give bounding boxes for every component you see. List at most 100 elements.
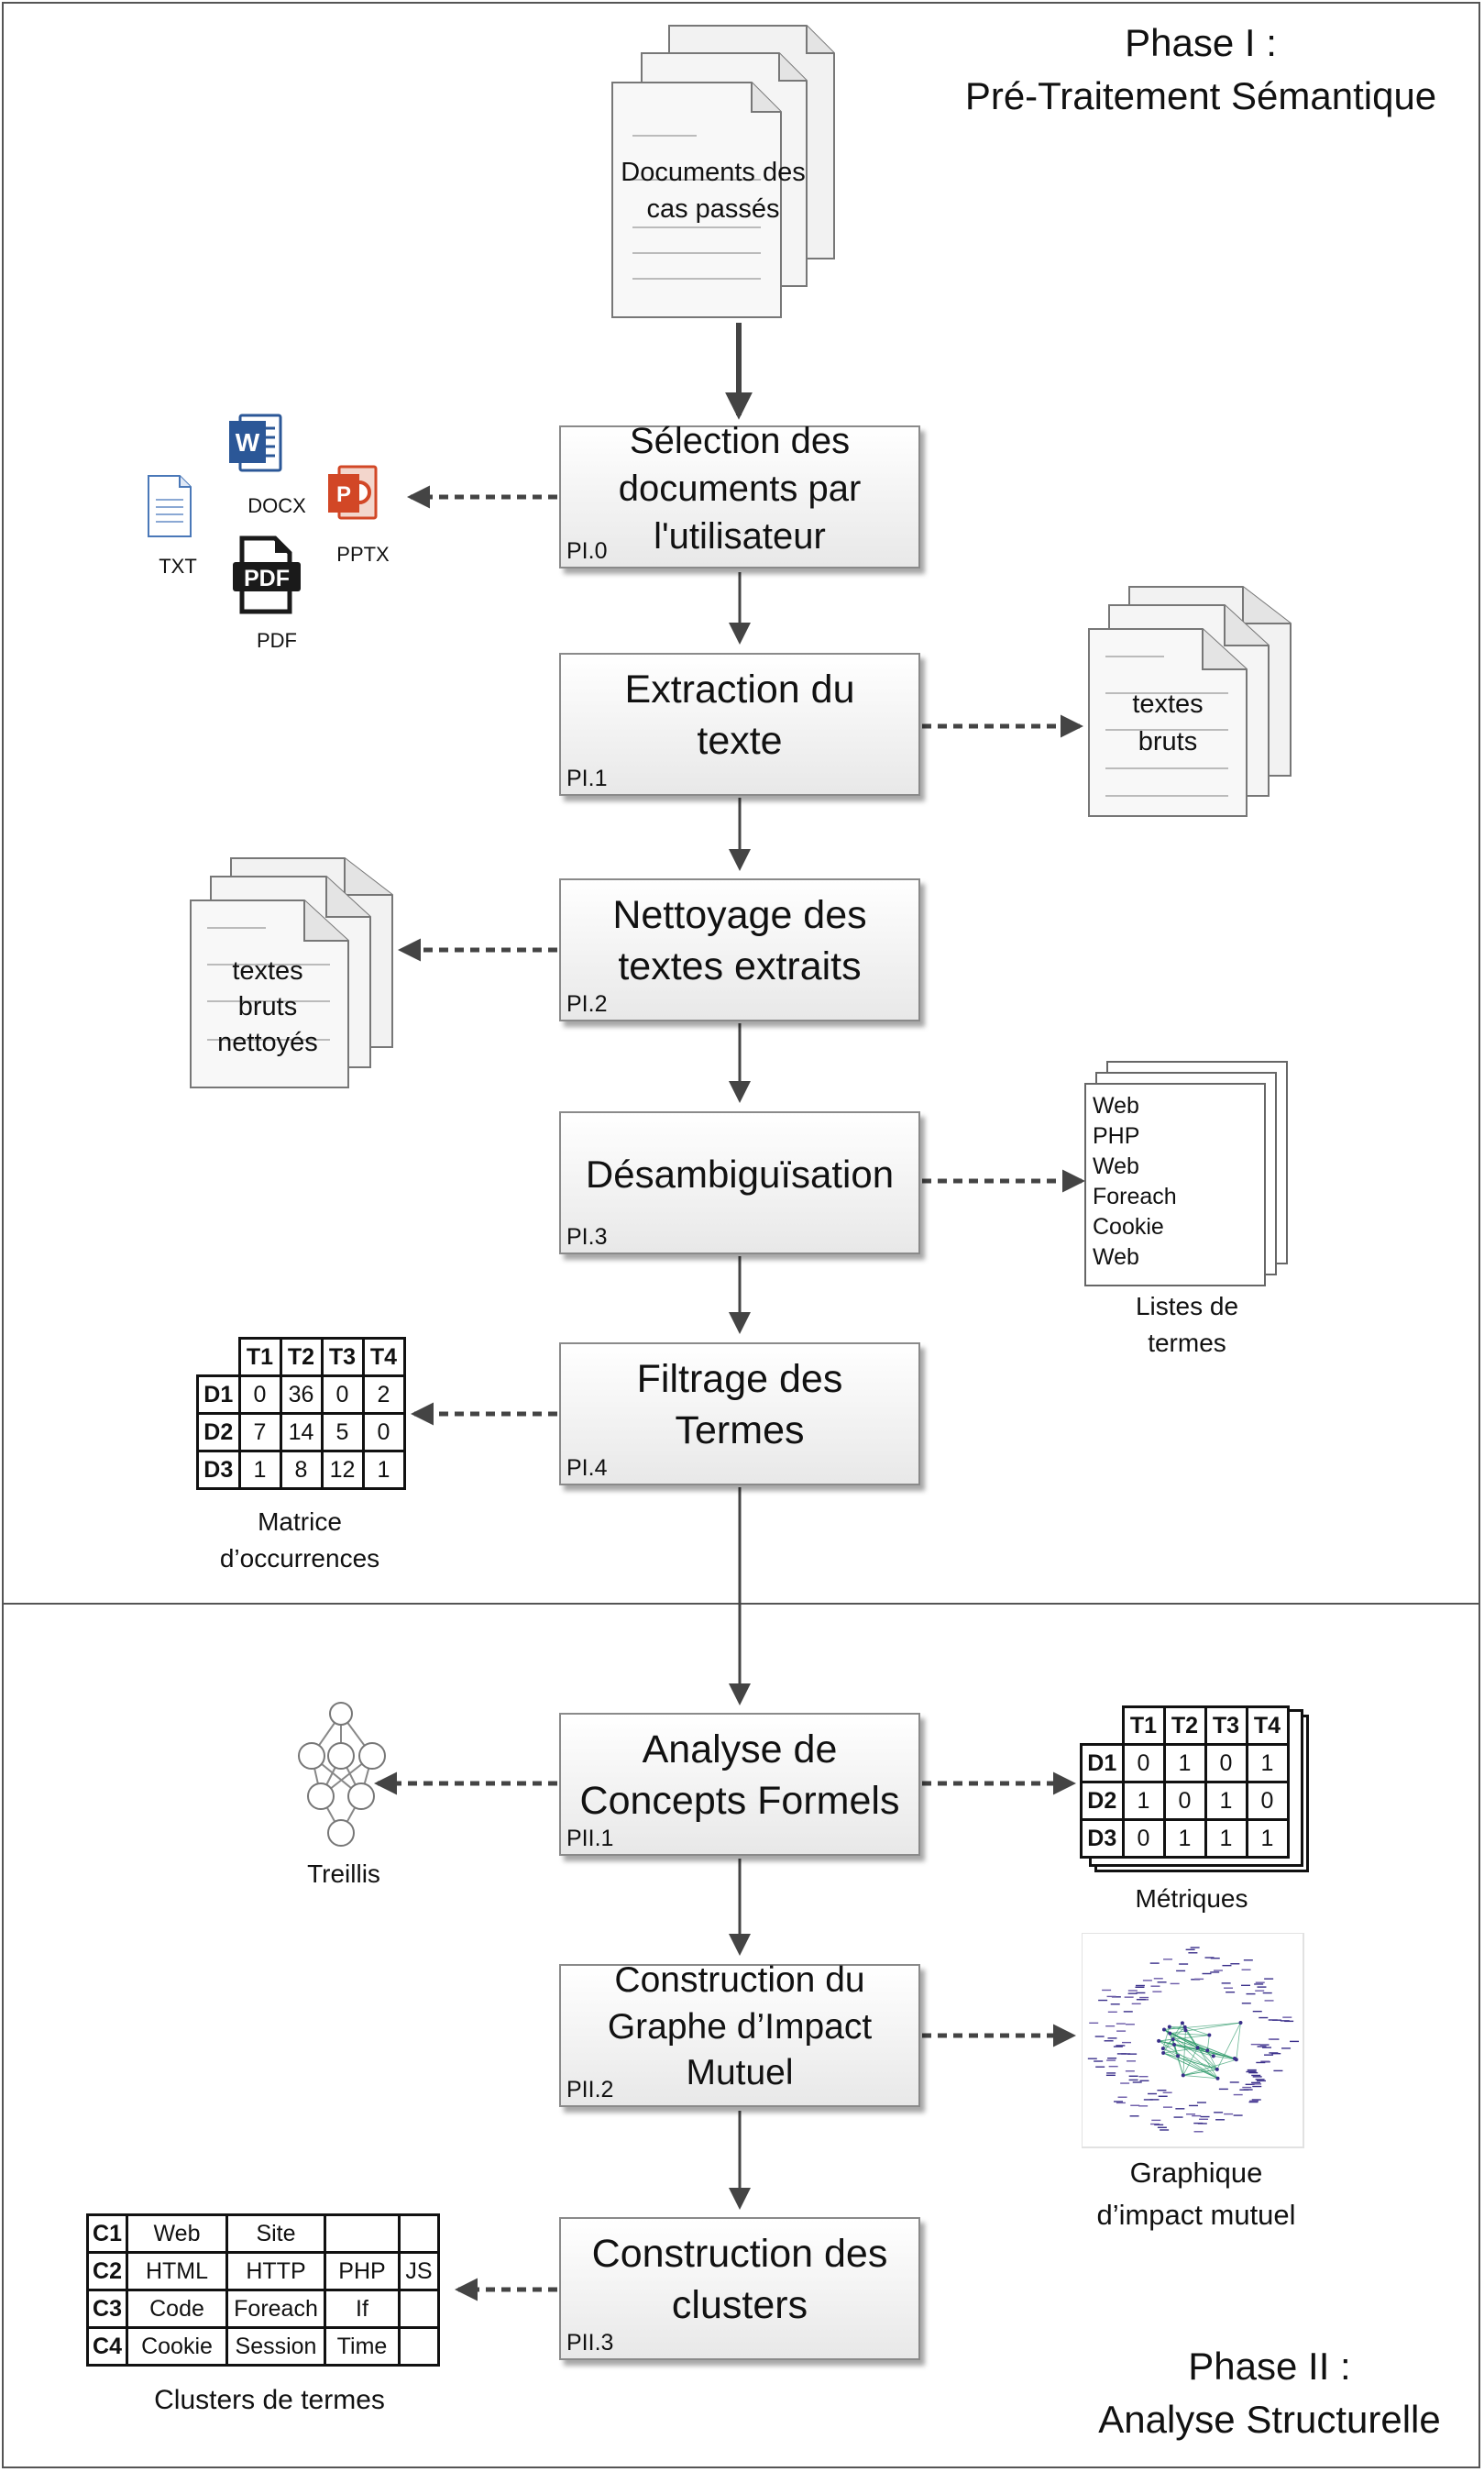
graph-node <box>1211 2054 1215 2058</box>
cluster-term: Site <box>225 2213 326 2254</box>
cluster-term: If <box>324 2289 401 2329</box>
cluster-term: Session <box>225 2326 326 2367</box>
matrix-cell: 5 <box>320 1412 365 1452</box>
graph-edge <box>1213 2055 1237 2060</box>
metrics-row: D1 0 1 0 1 <box>1080 1743 1290 1783</box>
step-label: Extraction du texte <box>624 668 855 763</box>
phase-1-title-line1: Phase I : <box>1125 21 1277 64</box>
documents-input-label: Documents des cas passés <box>609 154 818 227</box>
metrics-cell: 1 <box>1245 1743 1290 1783</box>
matrix-cell: 36 <box>279 1374 324 1415</box>
term-list-item: Foreach <box>1093 1184 1177 1209</box>
txt-label: TXT <box>159 555 197 578</box>
graph-edge <box>1170 2022 1241 2034</box>
matrix-cell: 2 <box>361 1374 406 1415</box>
graph-edge <box>1163 2052 1218 2080</box>
cluster-label: C2 <box>86 2251 128 2291</box>
graph-edge <box>1163 2047 1198 2054</box>
pdf-file-icon: PDF <box>233 535 301 614</box>
phase-1-title-line2: Pré-Traitement Sémantique <box>964 74 1437 117</box>
step-pi4: Filtrage des Termes PI.4 <box>559 1342 920 1485</box>
matrix-row-header: D3 <box>196 1450 241 1490</box>
term-list-item: Web <box>1093 1244 1139 1270</box>
metrics-column-header: T4 <box>1245 1705 1290 1746</box>
phase-2-title-line1: Phase II : <box>1188 2345 1351 2388</box>
graph-node <box>1180 2021 1184 2025</box>
step-label: Nettoyage des textes extraits <box>612 893 867 988</box>
metrics-cell: 1 <box>1245 1818 1290 1859</box>
matrix-row: D1 0 36 0 2 <box>196 1374 406 1415</box>
term-lists-caption: Listes de termes <box>1063 1288 1311 1362</box>
graph-node <box>1182 2025 1187 2029</box>
cluster-label: C4 <box>86 2326 128 2367</box>
matrix-row-header: D1 <box>196 1374 241 1415</box>
cluster-row: C2 HTML HTTP PHP JS <box>86 2251 440 2291</box>
graph-edge <box>1206 2050 1218 2070</box>
cluster-term: HTML <box>126 2251 228 2291</box>
occurrence-matrix-caption: Matrice d’occurrences <box>167 1504 433 1577</box>
clean-texts-stack-icon <box>190 857 393 1088</box>
term-lists-caption-line1: Listes de <box>1135 1292 1239 1320</box>
clean-texts-line1: textes <box>232 956 303 986</box>
matrix-cell: 0 <box>361 1412 406 1452</box>
matrix-cell: 0 <box>320 1374 365 1415</box>
file-types-icons: W P PDF <box>148 414 378 614</box>
graph-node <box>1161 2027 1166 2032</box>
graph-edge <box>1162 2047 1218 2080</box>
cluster-label: C1 <box>86 2213 128 2254</box>
metrics-cell: 1 <box>1204 1818 1248 1859</box>
step-code: PII.3 <box>566 2330 614 2356</box>
metrics-cell: 0 <box>1204 1743 1248 1783</box>
graph-edge <box>1170 2033 1210 2036</box>
matrix-row-header: D2 <box>196 1412 241 1452</box>
impact-graph-caption-line2: d’impact mutuel <box>1096 2199 1296 2231</box>
graph-edge <box>1159 2035 1210 2042</box>
matrix-row: D3 1 8 12 1 <box>196 1450 406 1490</box>
graph-edge <box>1173 2044 1179 2057</box>
step-label: Construction des clusters <box>591 2232 888 2327</box>
term-list-item: Web <box>1093 1153 1139 1179</box>
metrics-cell: 1 <box>1121 1781 1166 1821</box>
step-code: PI.1 <box>566 766 608 791</box>
graph-node <box>1161 2051 1166 2056</box>
step-label: Construction du Graphe d’Impact Mutuel <box>607 1959 873 2093</box>
metrics-row-header: D3 <box>1080 1818 1125 1859</box>
graph-node <box>1160 2047 1165 2051</box>
step-pi3: Désambiguïsation PI.3 <box>559 1111 920 1254</box>
documents-input-line1: Documents des <box>621 158 806 187</box>
graph-edge <box>1172 2038 1208 2051</box>
step-label: Désambiguïsation <box>585 1152 895 1196</box>
graph-node <box>1168 2031 1172 2036</box>
graph-node <box>1215 2076 1220 2080</box>
step-code: PII.1 <box>566 1826 614 1851</box>
graph-edge <box>1163 2022 1241 2030</box>
graph-node <box>1171 2037 1175 2042</box>
step-code: PI.3 <box>566 1224 608 1250</box>
docx-label: DOCX <box>247 494 306 517</box>
cluster-term: Time <box>324 2326 401 2367</box>
matrix-cell: 1 <box>237 1450 282 1490</box>
matrix-row: D2 7 14 5 0 <box>196 1412 406 1452</box>
term-list-item: Web <box>1093 1093 1139 1119</box>
metrics-column-header: T1 <box>1121 1705 1166 1746</box>
graph-node <box>1238 2021 1243 2025</box>
graph-node <box>1205 2048 1210 2053</box>
matrix-column-header: T4 <box>361 1337 406 1377</box>
step-code: PI.4 <box>566 1455 608 1481</box>
occurrence-matrix-table: T1 T2 T3 T4 D1 0 36 0 2 D2 7 14 5 0 D3 1… <box>196 1337 406 1490</box>
graph-edge <box>1182 2069 1217 2076</box>
metrics-cell: 1 <box>1204 1781 1248 1821</box>
graph-edge <box>1182 2075 1218 2080</box>
cluster-term: HTTP <box>225 2251 326 2291</box>
clean-texts-label: textes bruts nettoyés <box>194 954 341 1061</box>
cluster-term: Web <box>126 2213 228 2254</box>
graph-edge <box>1216 2022 1241 2070</box>
graph-node <box>1183 2028 1188 2033</box>
step-code: PII.2 <box>566 2077 614 2102</box>
term-lists-stack-icon <box>1084 1061 1288 1286</box>
graph-node <box>1181 2073 1185 2078</box>
cluster-term <box>398 2326 440 2367</box>
metrics-row-header: D2 <box>1080 1781 1125 1821</box>
graph-edge <box>1163 2029 1218 2070</box>
